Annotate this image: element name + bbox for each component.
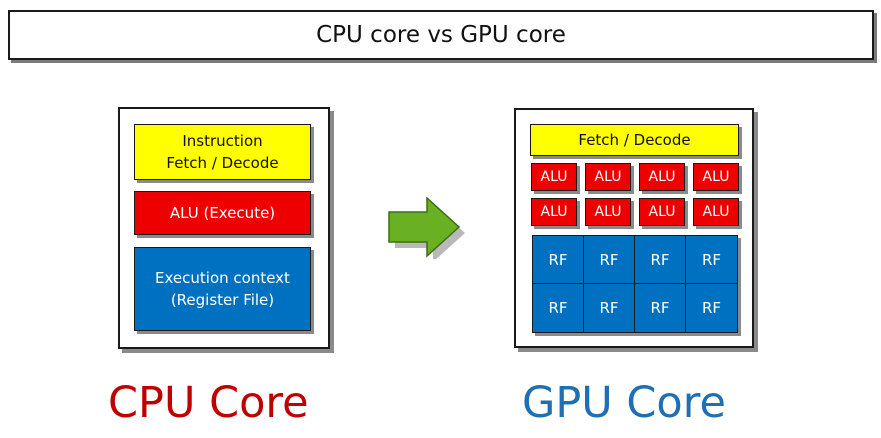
- gpu-register-file-grid: RF RF RF RF RF RF RF RF: [532, 235, 738, 333]
- gpu-alu-block: ALU: [693, 198, 739, 226]
- gpu-fetch-label: Fetch / Decode: [578, 131, 691, 149]
- gpu-alu-block: ALU: [531, 163, 577, 191]
- cpu-core-caption: CPU Core: [108, 378, 309, 428]
- gpu-rf-cell: RF: [584, 284, 635, 332]
- gpu-rf-cell: RF: [533, 284, 584, 332]
- cpu-alu-block: ALU (Execute): [134, 191, 311, 235]
- cpu-instruction-fetch-decode-block: Instruction Fetch / Decode: [134, 124, 311, 180]
- cpu-context-label: Execution context (Register File): [155, 269, 290, 309]
- gpu-alu-block: ALU: [531, 198, 577, 226]
- gpu-rf-cell: RF: [635, 236, 686, 284]
- gpu-rf-cell: RF: [584, 236, 635, 284]
- gpu-rf-cell: RF: [686, 236, 737, 284]
- gpu-rf-cell: RF: [635, 284, 686, 332]
- gpu-alu-block: ALU: [639, 198, 685, 226]
- cpu-execution-context-block: Execution context (Register File): [134, 247, 311, 331]
- gpu-alu-block: ALU: [639, 163, 685, 191]
- gpu-rf-cell: RF: [701, 299, 722, 317]
- cpu-alu-label: ALU (Execute): [169, 204, 276, 222]
- diagram-title: CPU core vs GPU core: [316, 22, 566, 48]
- right-arrow-icon: [388, 197, 465, 259]
- gpu-alu-block: ALU: [585, 198, 631, 226]
- gpu-fetch-decode-block: Fetch / Decode: [530, 124, 739, 156]
- gpu-alu-block: ALU: [585, 163, 631, 191]
- gpu-alu-block: ALU: [693, 163, 739, 191]
- gpu-rf-cell: RF: [533, 236, 584, 284]
- cpu-instruction-label: Instruction Fetch / Decode: [166, 132, 279, 172]
- title-box: CPU core vs GPU core: [8, 10, 874, 60]
- gpu-core-caption: GPU Core: [522, 378, 726, 428]
